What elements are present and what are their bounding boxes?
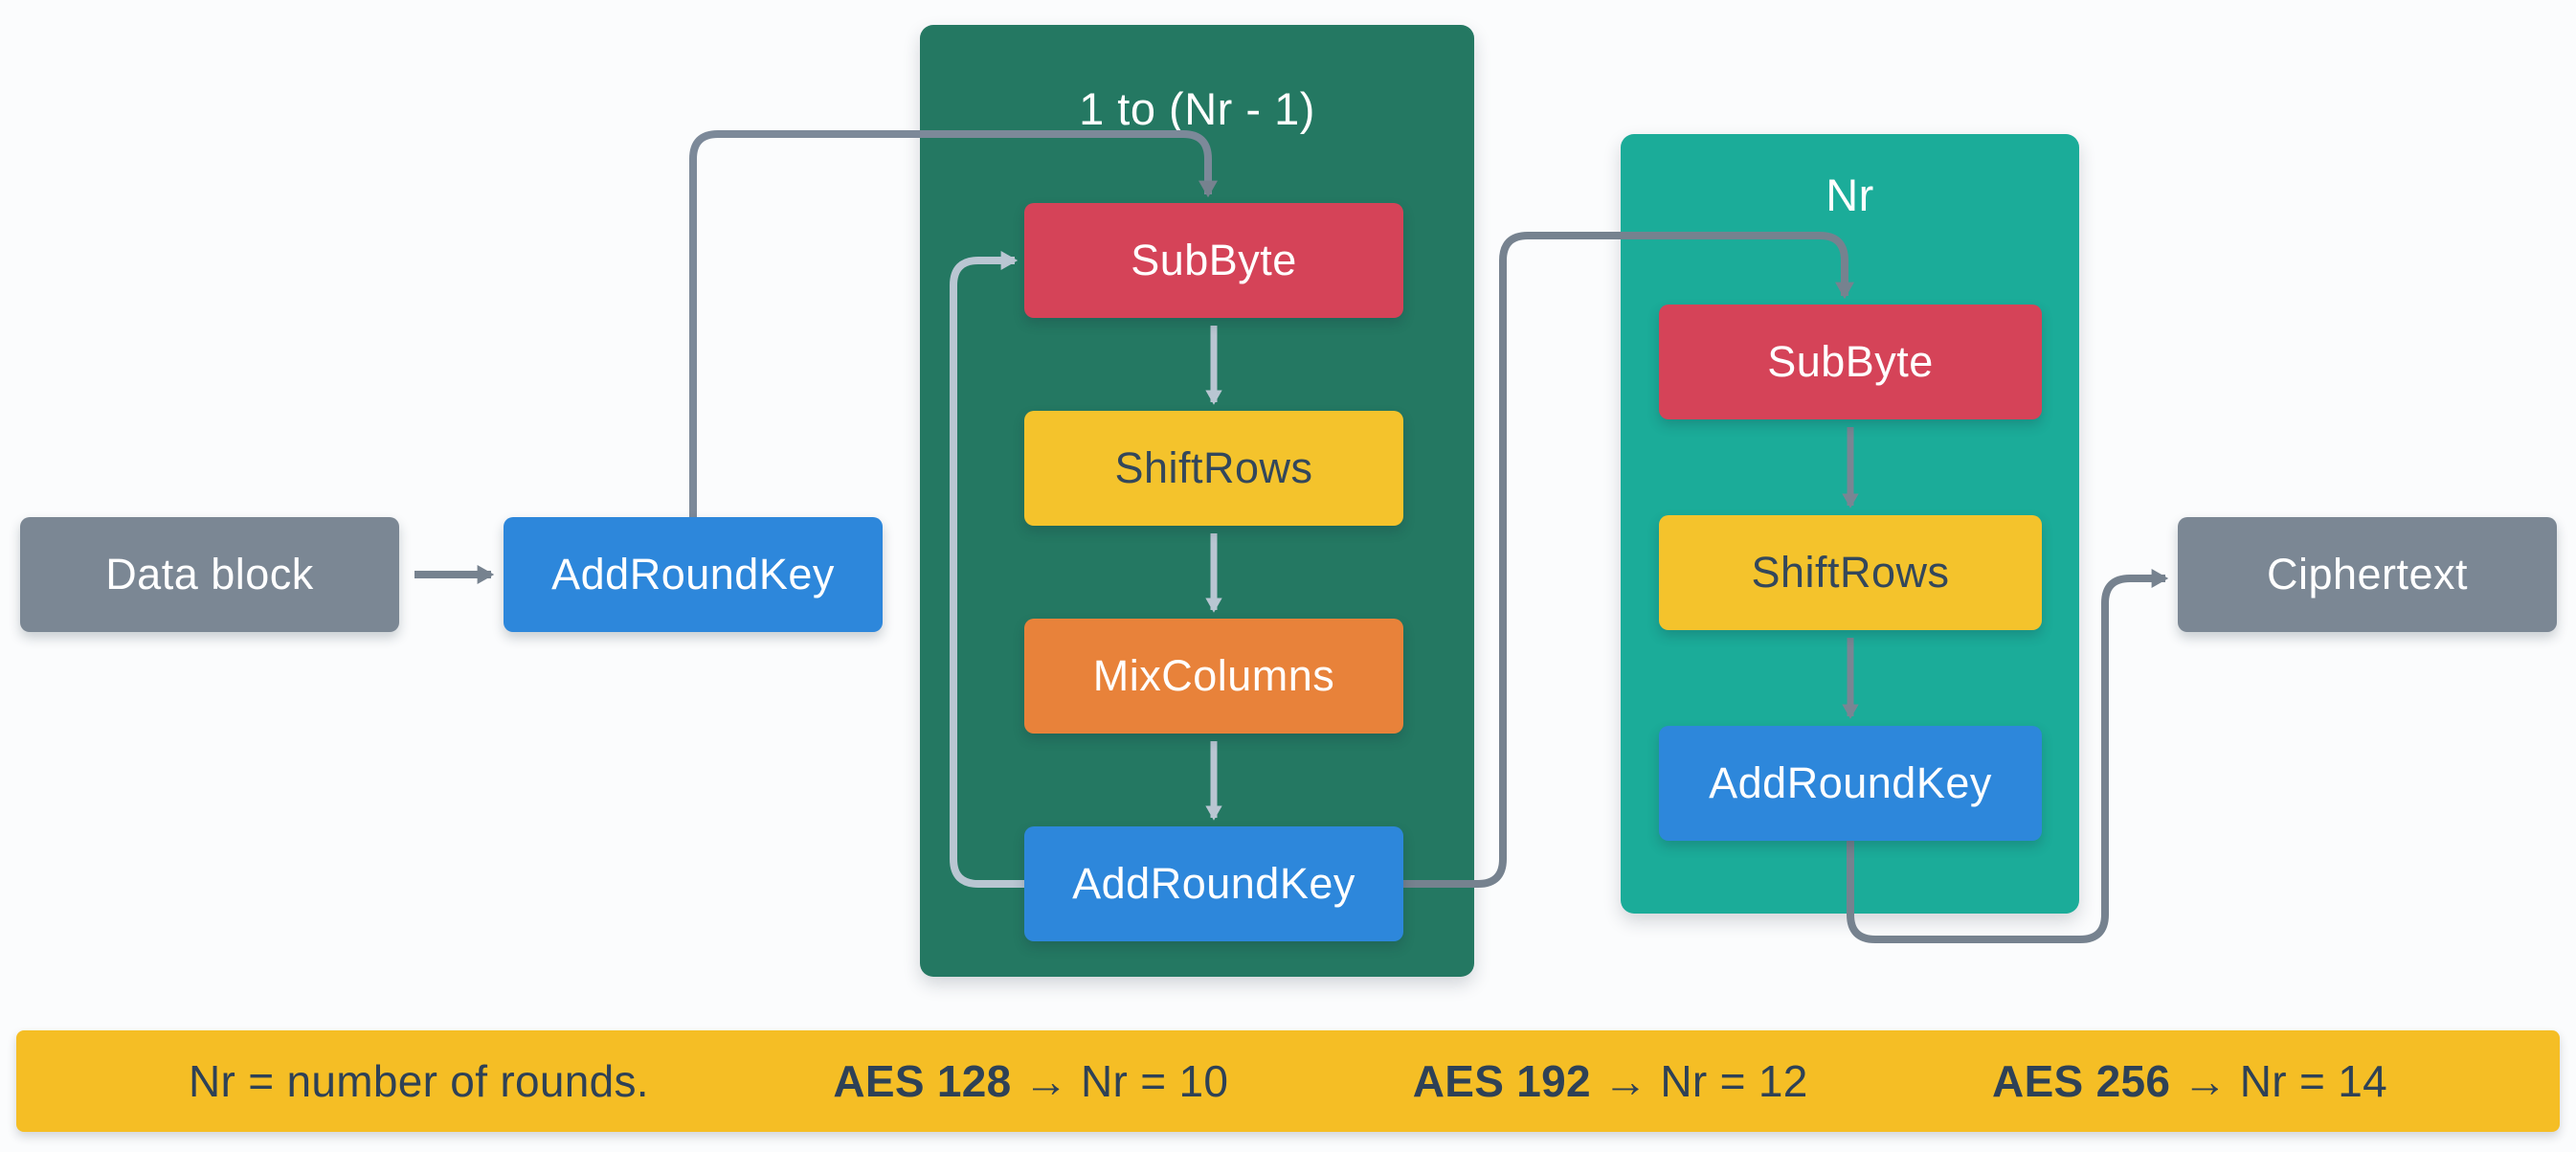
node-shiftrows-main: ShiftRows	[1024, 411, 1403, 526]
node-data-block-label: Data block	[105, 550, 314, 599]
main-rounds-title: 1 to (Nr - 1)	[1079, 83, 1315, 134]
node-addroundkey-main-label: AddRoundKey	[1072, 859, 1355, 908]
node-addroundkey-initial: AddRoundKey	[504, 517, 883, 632]
node-mixcolumns-main-label: MixColumns	[1092, 651, 1335, 700]
footer-aes-192-detail: → Nr = 12	[1590, 1056, 1808, 1106]
node-subbyte-main-label: SubByte	[1131, 236, 1297, 284]
node-subbyte-main: SubByte	[1024, 203, 1403, 318]
footer-aes-256: AES 256 → Nr = 14	[1992, 1055, 2387, 1107]
node-addroundkey-main: AddRoundKey	[1024, 826, 1403, 941]
footer-aes-192-name: AES 192	[1412, 1056, 1591, 1106]
node-shiftrows-final-label: ShiftRows	[1751, 548, 1950, 597]
footer-aes-192: AES 192 → Nr = 12	[1413, 1055, 1808, 1107]
final-round-title: Nr	[1826, 169, 1874, 220]
footer-aes-128-name: AES 128	[833, 1056, 1012, 1106]
node-shiftrows-main-label: ShiftRows	[1114, 443, 1313, 492]
node-ciphertext: Ciphertext	[2178, 517, 2557, 632]
node-addroundkey-final-label: AddRoundKey	[1709, 758, 1992, 807]
node-subbyte-final: SubByte	[1659, 305, 2042, 419]
node-shiftrows-final: ShiftRows	[1659, 515, 2042, 630]
footer-legend-bar: Nr = number of rounds. AES 128 → Nr = 10…	[16, 1030, 2560, 1132]
footer-aes-256-name: AES 256	[1992, 1056, 2171, 1106]
node-addroundkey-final: AddRoundKey	[1659, 726, 2042, 841]
footer-note: Nr = number of rounds.	[189, 1056, 649, 1106]
footer-aes-128-detail: → Nr = 10	[1011, 1056, 1229, 1106]
node-mixcolumns-main: MixColumns	[1024, 619, 1403, 734]
node-addroundkey-initial-label: AddRoundKey	[551, 550, 835, 599]
node-ciphertext-label: Ciphertext	[2266, 550, 2469, 599]
node-data-block: Data block	[20, 517, 399, 632]
footer-aes-128: AES 128 → Nr = 10	[833, 1055, 1228, 1107]
node-subbyte-final-label: SubByte	[1767, 337, 1934, 386]
footer-aes-256-detail: → Nr = 14	[2170, 1056, 2387, 1106]
